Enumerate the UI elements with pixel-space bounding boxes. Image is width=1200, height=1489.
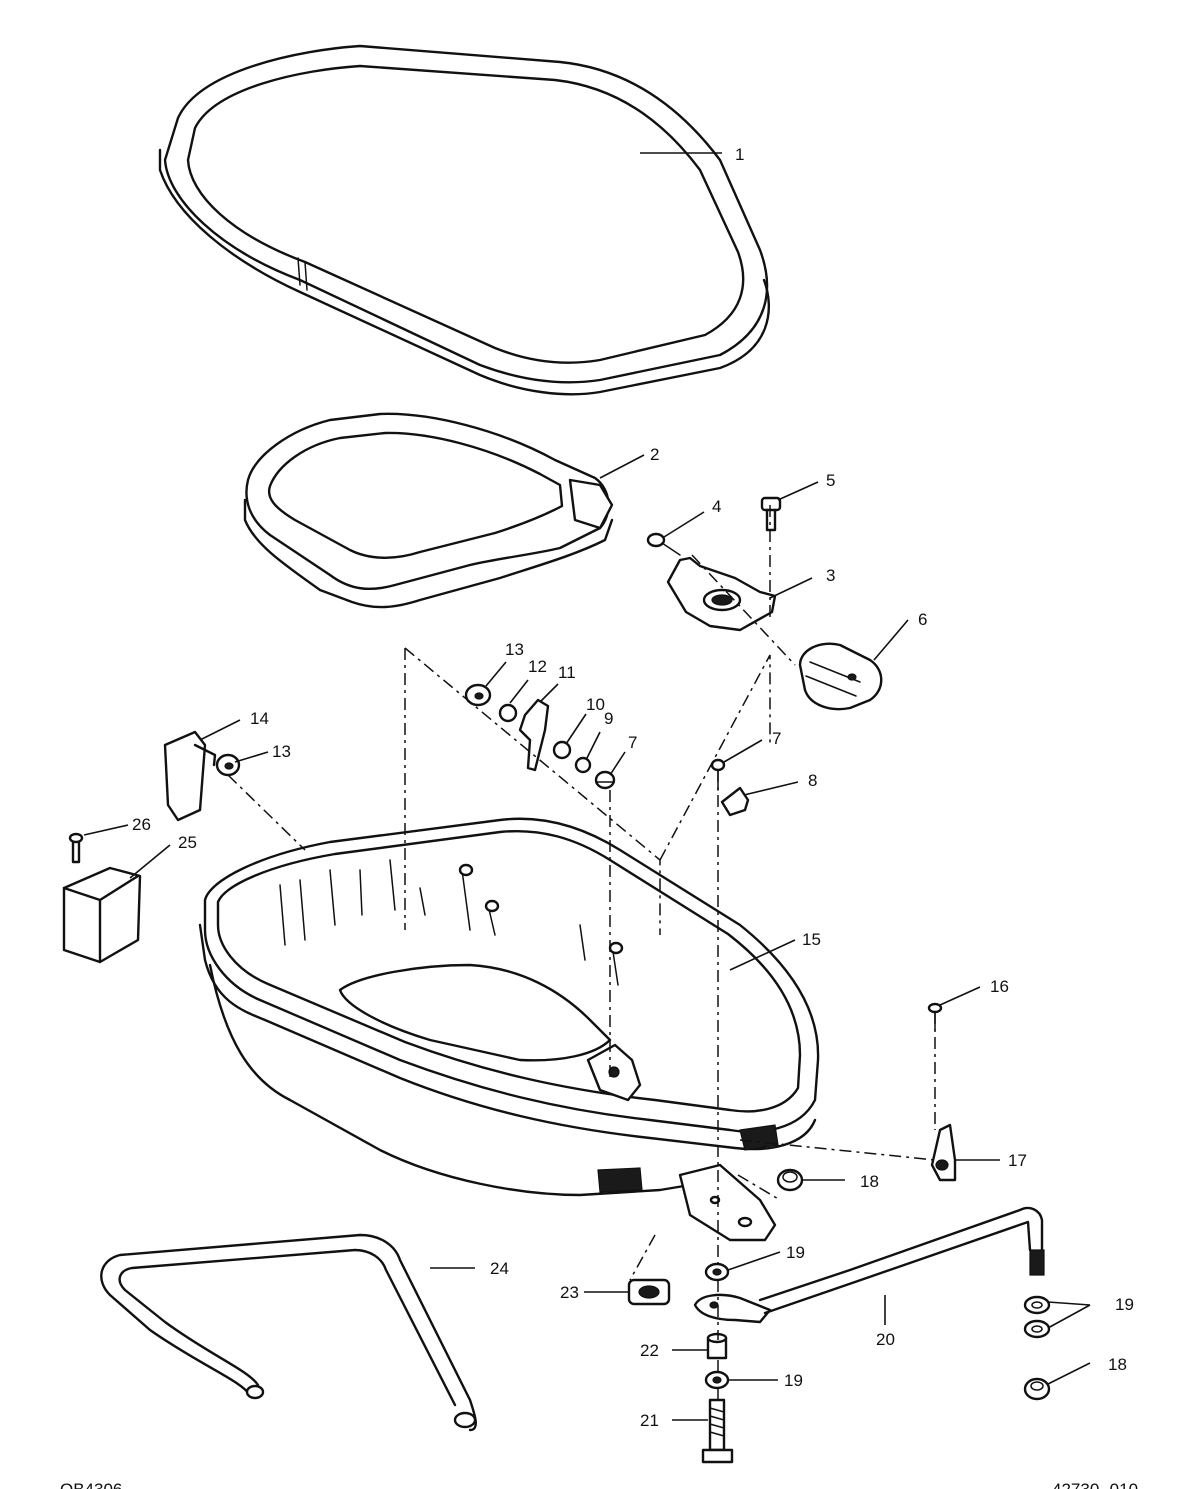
callout-13-lower: 13 (272, 742, 291, 761)
callout-5: 5 (826, 471, 835, 490)
part-19-washer-right-b (1023, 1319, 1051, 1339)
part-18-nut-upper (776, 1168, 804, 1192)
callout-2: 2 (650, 445, 659, 464)
leader-lines (83, 152, 1091, 1421)
callout-6: 6 (918, 610, 927, 629)
part-24-hose (100, 1233, 477, 1432)
callout-21: 21 (640, 1411, 659, 1430)
callout-12: 12 (528, 657, 547, 676)
callout-13-upper: 13 (505, 640, 524, 659)
callout-labels: 1 2 3 4 5 6 13 12 11 10 9 7 7 8 14 13 26… (132, 145, 1134, 1430)
callout-14: 14 (250, 709, 269, 728)
callout-26: 26 (132, 815, 151, 834)
callout-11: 11 (558, 663, 576, 682)
part-19-washer-lower (704, 1370, 730, 1390)
callout-3: 3 (826, 566, 835, 585)
callout-15: 15 (802, 930, 821, 949)
part-5-screw (760, 496, 782, 532)
part-8-clip (720, 786, 750, 817)
callout-18-upper: 18 (860, 1172, 879, 1191)
part-2-gasket-frame (243, 412, 614, 609)
callout-10: 10 (586, 695, 605, 714)
part-11-latch-hook (518, 698, 550, 772)
callout-17: 17 (1008, 1151, 1027, 1170)
part-7-rivet (594, 770, 616, 790)
part-20-link-rod (693, 1206, 1045, 1324)
part-9-washer (574, 756, 592, 774)
assembly-lines (227, 505, 936, 1400)
part-10-washer (552, 740, 572, 760)
part-1-top-seal (158, 44, 770, 396)
callout-25: 25 (178, 833, 197, 852)
callout-24: 24 (490, 1259, 509, 1278)
part-13-nut-lower (215, 753, 241, 777)
part-26-screw (68, 832, 84, 864)
callout-16: 16 (990, 977, 1009, 996)
callout-18-lower: 18 (1108, 1355, 1127, 1374)
callout-19-upper: 19 (786, 1243, 805, 1262)
callout-19-lower: 19 (784, 1371, 803, 1390)
callout-19-right: 19 (1115, 1295, 1134, 1314)
part-13-nut-upper (464, 683, 492, 707)
part-19-washer-right-a (1023, 1295, 1051, 1315)
part-19-washer-upper (704, 1262, 730, 1282)
part-17-bracket (930, 1123, 957, 1182)
footer-part-number: 42730- 010 (1052, 1480, 1138, 1489)
footer-drawing-code: OB4306 (60, 1480, 122, 1489)
callout-22: 22 (640, 1341, 659, 1360)
callout-20: 20 (876, 1330, 895, 1349)
callout-7-left: 7 (628, 733, 637, 752)
part-22-spacer (706, 1332, 728, 1360)
part-4-screw (646, 532, 681, 556)
callout-4: 4 (712, 497, 721, 516)
callout-8: 8 (808, 771, 817, 790)
part-12-washer (498, 703, 518, 723)
part-23-latch-plate (627, 1278, 671, 1306)
part-3-bracket-plate (666, 556, 777, 632)
callout-23: 23 (560, 1283, 579, 1302)
part-15-bottom-cowl (198, 817, 820, 1242)
part-18-nut-lower (1023, 1377, 1051, 1401)
callout-7-right: 7 (772, 729, 781, 748)
callout-1: 1 (735, 145, 744, 164)
part-21-bolt (701, 1398, 734, 1464)
part-6-grommet (798, 642, 883, 711)
part-25-cover-block (62, 866, 142, 964)
part-14-latch-handle (163, 730, 217, 822)
callout-9: 9 (604, 709, 613, 728)
